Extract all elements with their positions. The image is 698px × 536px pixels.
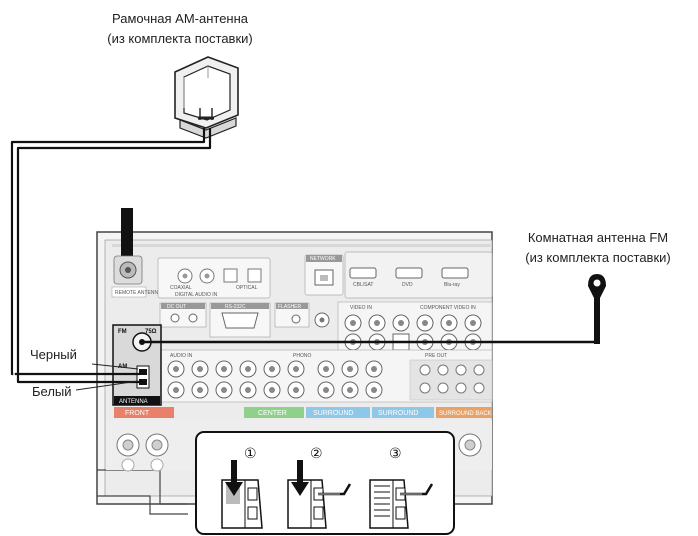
- coaxial-label: COAXIAL: [170, 285, 192, 291]
- video-jacks: VIDEO IN COMPONENT VIDEO IN: [338, 302, 492, 352]
- step-3-number: ③: [389, 446, 402, 462]
- am-clamp-inset: ① ② ③: [196, 432, 454, 534]
- hdmi-bluray-label: Blu-ray: [444, 282, 460, 288]
- digital-audio-label: DIGITAL AUDIO IN: [175, 292, 218, 298]
- rs232c-label: RS-232C: [225, 304, 246, 310]
- fm-indoor-antenna-icon: [588, 274, 606, 314]
- hdmi-cbl-label: CBL/SAT: [353, 282, 373, 288]
- antenna-terminal-block: ANTENNA FM 75Ω AM: [113, 325, 161, 405]
- antenna-title: ANTENNA: [119, 399, 148, 405]
- optical-label: OPTICAL: [236, 285, 258, 291]
- wire-clamp-icon: [222, 480, 262, 528]
- network-section: NETWORK: [305, 255, 343, 295]
- pre-out-label: PRE OUT: [425, 353, 447, 359]
- audio-in-label: AUDIO IN: [170, 353, 193, 359]
- surround-label-2: SURROUND: [378, 410, 418, 417]
- remote-antenna-label: REMOTE ANTENNA: [115, 290, 162, 296]
- video-in-label: VIDEO IN: [350, 305, 372, 311]
- flasher-label: FLASHER: [278, 304, 301, 310]
- network-label: NETWORK: [310, 256, 336, 262]
- step-2-number: ②: [310, 446, 323, 462]
- front-label: FRONT: [125, 410, 150, 417]
- surround-label-1: SURROUND: [313, 410, 353, 417]
- antenna-fm-label: FM: [118, 329, 127, 335]
- phono-label: PHONO: [293, 353, 311, 359]
- audio-in-jacks: AUDIO IN PHONO PRE OUT: [160, 350, 492, 402]
- center-label: CENTER: [258, 410, 287, 417]
- component-label: COMPONENT VIDEO IN: [420, 305, 476, 311]
- hdmi-dvd-label: DVD: [402, 282, 413, 288]
- digital-audio-section: COAXIAL OPTICAL DIGITAL AUDIO IN: [158, 258, 270, 298]
- hdmi-section: CBL/SAT DVD Blu-ray: [345, 252, 492, 298]
- am-loop-antenna-icon: [175, 57, 238, 138]
- step-1-number: ①: [244, 446, 257, 462]
- dc-out-label: DC OUT: [167, 304, 186, 310]
- surround-back-label: SURROUND BACK: [439, 411, 492, 417]
